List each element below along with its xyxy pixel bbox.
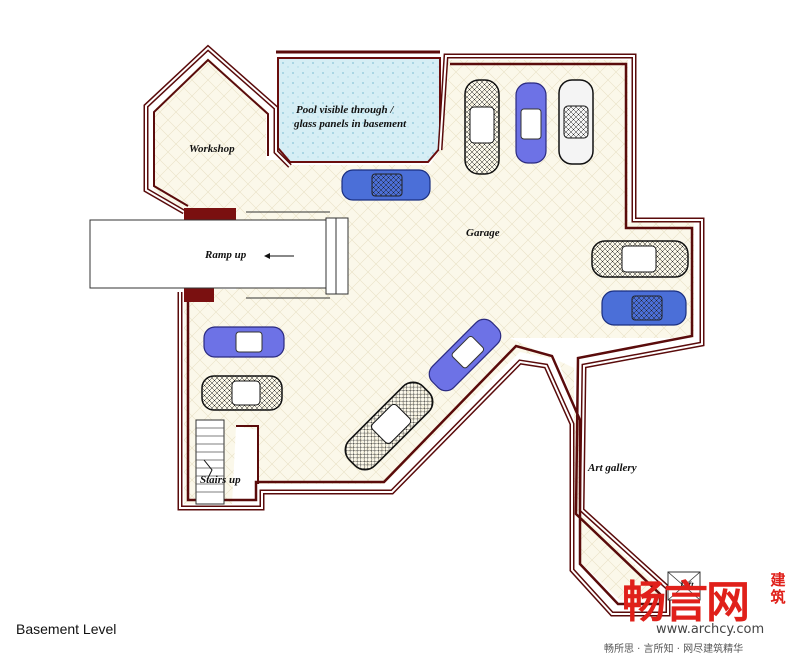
car-icon	[515, 82, 547, 164]
car-icon	[558, 79, 594, 165]
floor-area	[154, 58, 694, 600]
watermark-side-text: 建 筑	[770, 571, 786, 606]
wall-block-bottom	[184, 288, 214, 302]
watermark-url: www.archcy.com	[656, 622, 765, 637]
car-icon	[464, 79, 500, 175]
lift	[667, 571, 701, 601]
stairs-icon	[195, 419, 225, 505]
room-label-workshop: Workshop	[189, 143, 235, 155]
ramp	[89, 219, 327, 289]
car-icon	[341, 169, 431, 201]
room-label-lift: Lift	[680, 580, 694, 590]
room-label-garage: Garage	[466, 227, 500, 239]
page-caption: Basement Level	[16, 621, 117, 637]
car-icon	[428, 318, 502, 392]
car-icon	[203, 326, 285, 358]
room-label-ramp: Ramp up	[205, 249, 247, 261]
room-label-art-gallery: Art gallery	[588, 462, 637, 474]
watermark-logo: 畅言网	[622, 577, 750, 628]
room-label-pool-line2: glass panels in basement	[294, 118, 407, 130]
car-icon	[201, 375, 283, 411]
car-icon	[601, 290, 687, 326]
room-label-stairs: Stairs up	[200, 474, 241, 486]
car-icon	[591, 240, 689, 278]
car-icon	[344, 381, 434, 471]
watermark-tagline: 畅所思 · 言所知 · 网尽建筑精华	[604, 644, 744, 655]
walls	[143, 44, 705, 617]
arrow-left-icon	[264, 253, 294, 259]
room-label-pool-line1: Pool visible through /	[296, 104, 394, 116]
